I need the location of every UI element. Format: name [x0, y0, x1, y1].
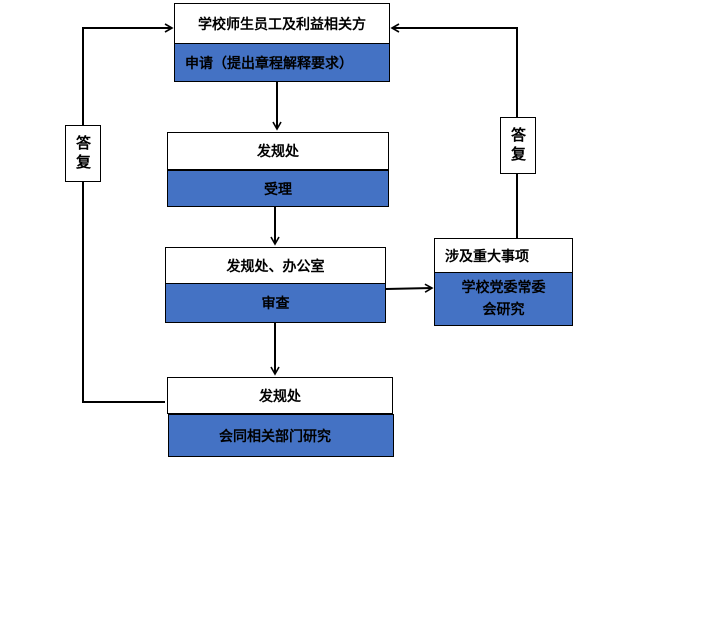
- node-dept2: 发规处、办公室: [165, 247, 386, 284]
- label-reply-right: 答复: [500, 117, 536, 174]
- node-apply: 申请（提出章程解释要求）: [174, 43, 390, 82]
- arrow-review-to-committee: [385, 283, 434, 293]
- node-dept1: 发规处: [167, 132, 389, 170]
- node-committee: 学校党委常委会研究: [434, 272, 573, 326]
- arrow-right-reply-loop: [390, 23, 518, 238]
- arrow-left-reply-loop: [82, 23, 174, 403]
- node-accept: 受理: [167, 170, 389, 207]
- node-stakeholders: 学校师生员工及利益相关方: [174, 3, 390, 44]
- node-review: 审查: [165, 283, 386, 323]
- node-joint-research: 会同相关部门研究: [168, 414, 394, 457]
- node-major-matters: 涉及重大事项: [434, 238, 573, 273]
- label-reply-left: 答复: [65, 125, 101, 182]
- node-dept3: 发规处: [167, 377, 393, 414]
